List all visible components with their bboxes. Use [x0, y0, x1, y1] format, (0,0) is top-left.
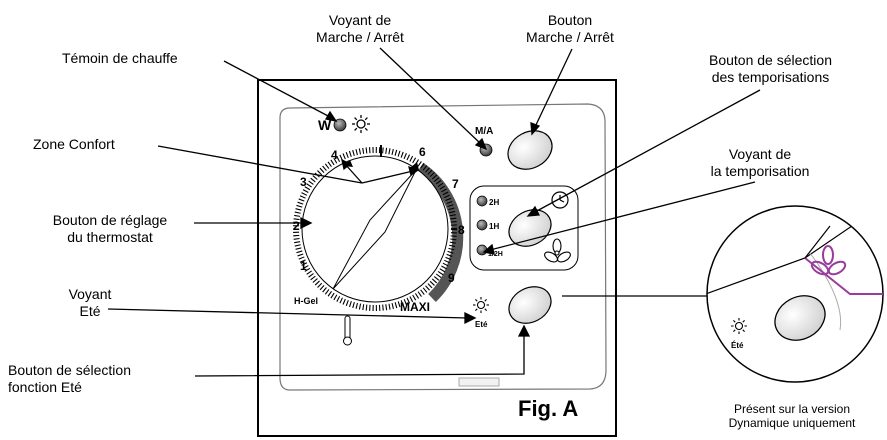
label-bouton-reglage-thermostat: Bouton de réglage du thermostat [30, 212, 190, 246]
dial-number-8: 8 [458, 223, 465, 237]
dial-number-7: 7 [452, 177, 459, 191]
label-present-version: Présent sur la version Dynamique uniquem… [697, 402, 887, 430]
label-voyant-ma-line1: Voyant de [328, 12, 392, 28]
label-present-line1: Présent sur la version [733, 402, 851, 416]
ete-label: Eté [475, 320, 488, 329]
heating-w-symbol: W [318, 117, 332, 133]
label-present-line2: Dynamique uniquement [728, 416, 856, 430]
label-bouton-marche-arret: Bouton Marche / Arrêt [500, 12, 640, 46]
label-voyant-tempo-line2: la temporisation [710, 163, 810, 179]
dial-numbers: 1 2 3 4 6 7 8 9 [293, 145, 465, 285]
thermometer-icon [343, 315, 352, 346]
label-voyant-marche-arret: Voyant de Marche / Arrêt [295, 12, 425, 46]
leader-voyant-ma [379, 47, 482, 145]
leader-temoin [223, 60, 331, 118]
device-frame [257, 79, 617, 437]
label-zone-confort: Zone Confort [33, 136, 115, 152]
timer-label-1h: 1H [489, 222, 499, 231]
panel-notch [458, 377, 500, 387]
label-voyant-temporisation: Voyant de la temporisation [685, 146, 835, 180]
leader-zone-confort-c [361, 170, 414, 184]
maxi-label: MAXI [400, 300, 430, 314]
label-bouton-tempo-line2: des temporisations [711, 69, 830, 85]
label-sel-ete-line1: Bouton de sélection [8, 362, 131, 378]
label-sel-ete-line2: fonction Eté [8, 379, 82, 395]
leader-sel-ete [194, 333, 525, 377]
label-voyant-ete-line1: Voyant [68, 286, 112, 302]
ma-label: M/A [475, 126, 493, 137]
dial-pointer [332, 169, 417, 290]
label-reglage-line1: Bouton de réglage [52, 212, 168, 228]
fan-icon [810, 245, 847, 276]
hgel-label: H-Gel [294, 296, 318, 306]
label-bouton-temporisations: Bouton de sélection des temporisations [678, 52, 863, 86]
label-reglage-line2: du thermostat [67, 229, 153, 245]
label-bouton-tempo-line1: Bouton de sélection [709, 52, 832, 68]
label-voyant-tempo-line1: Voyant de [728, 146, 792, 162]
timer-led-2h [476, 195, 488, 207]
sun-icon [473, 297, 489, 313]
dial-dark-arc [417, 162, 464, 302]
sun-icon [352, 115, 370, 133]
thermostat-dial[interactable] [301, 155, 449, 303]
leader-voyant-tempo [489, 181, 756, 251]
heating-led [333, 118, 347, 132]
label-bouton-selection-ete: Bouton de sélection fonction Eté [8, 362, 131, 396]
label-temoin-chauffe: Témoin de chauffe [62, 50, 178, 66]
leader-bouton-ma [534, 48, 573, 128]
label-bouton-ma-line1: Bouton [547, 12, 593, 28]
zoom-summer-button [774, 295, 826, 341]
dial-number-6: 6 [419, 145, 426, 159]
dial-number-1: 1 [300, 259, 307, 273]
sun-icon [731, 318, 747, 334]
timer-label-half: 1/2H [488, 251, 503, 258]
leader-zone-confort-a [157, 145, 363, 184]
dial-number-2: 2 [293, 219, 300, 233]
timer-label-2h: 2H [489, 198, 499, 207]
label-voyant-ete: Voyant Eté [55, 286, 125, 320]
figure-caption: Fig. A [518, 396, 579, 421]
label-voyant-ete-line2: Eté [79, 303, 101, 319]
dial-number-4: 4 [331, 148, 338, 162]
zoom-detail: Été [706, 205, 884, 383]
label-voyant-ma-line2: Marche / Arrêt [316, 29, 404, 45]
heating-icon: W [318, 117, 347, 133]
power-button[interactable] [501, 123, 559, 176]
summer-button[interactable] [503, 280, 558, 331]
leader-bouton-tempo [534, 89, 761, 213]
zoom-ete-label: Été [731, 341, 744, 350]
dial-tick-ring [293, 147, 457, 311]
timer-led-1h [476, 219, 488, 231]
dial-number-9: 9 [448, 271, 455, 285]
dial-number-3: 3 [300, 175, 307, 189]
zoom-accent-edge [804, 257, 883, 295]
label-bouton-ma-line2: Marche / Arrêt [526, 29, 614, 45]
leader-voyant-ete [107, 308, 469, 319]
leader-zone-confort-b [344, 163, 363, 184]
fan-icon [544, 238, 571, 263]
leader-lines [107, 47, 761, 377]
